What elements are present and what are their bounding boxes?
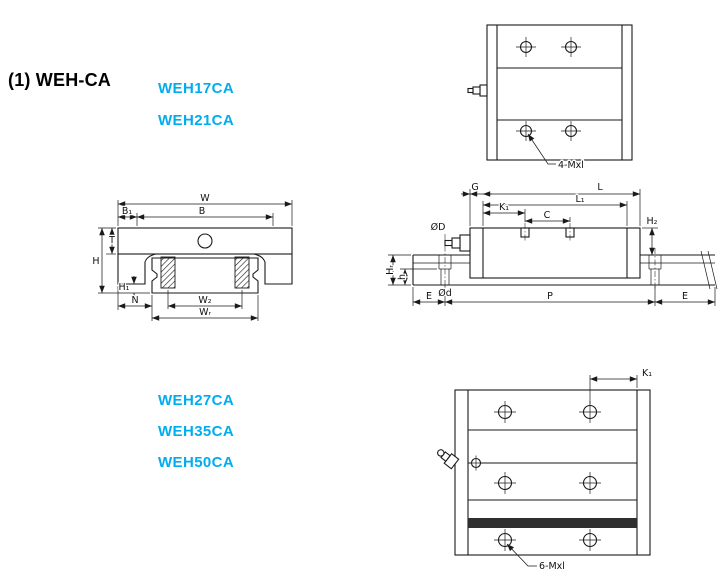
screw-leader-line (506, 543, 537, 567)
dimension-lines (98, 200, 293, 321)
screw-note-4mxl: 4-Mxl (558, 160, 584, 171)
dim-label-e-right: E (682, 291, 688, 302)
rail-bolt-section (160, 256, 176, 289)
screw-note-6mxl: 6-Mxl (539, 561, 565, 572)
drawing-side-view: G L L₁ K₁ C H₂ ØD Ød Hᵣ h E P E (384, 181, 718, 306)
dim-label-w: W (200, 193, 210, 204)
grease-nipple-icon (467, 84, 488, 97)
dim-label-e-left: E (426, 291, 432, 302)
dim-label-b1: B₁ (122, 206, 133, 217)
model-label-weh50ca: WEH50CA (158, 454, 235, 471)
model-label-weh35ca: WEH35CA (158, 423, 235, 440)
dim-label-h-small: h (397, 274, 408, 280)
dim-label-h1: H₁ (119, 282, 130, 293)
dim-label-p: P (547, 291, 553, 302)
dim-label-wr: Wᵣ (199, 307, 211, 318)
dim-label-h: H (92, 256, 99, 267)
dim-label-b: B (199, 206, 206, 217)
grease-port (468, 455, 484, 471)
drawing-front-view: W B₁ B T H H₁ N W₂ Wᵣ (91, 192, 293, 321)
dim-label-l1: L₁ (575, 194, 584, 205)
mounting-holes (516, 37, 581, 141)
rail-bolt-section (234, 256, 250, 289)
drawing-top-view-4bolt: 4-Mxl (467, 24, 633, 172)
dim-label-c: C (544, 210, 551, 221)
dim-label-k1: K₁ (642, 368, 652, 379)
dim-label-n: N (131, 295, 138, 306)
dim-label-t: T (108, 235, 115, 246)
grease-nipple-icon (437, 449, 460, 470)
model-label-weh27ca: WEH27CA (158, 392, 235, 409)
screw-leader-line (527, 133, 556, 165)
grease-nipple-icon (444, 234, 471, 252)
model-label-weh17ca: WEH17CA (158, 80, 235, 97)
model-label-weh21ca: WEH21CA (158, 112, 235, 129)
section-title: (1) WEH-CA (8, 70, 111, 90)
dimension-lines (388, 189, 716, 306)
mounting-holes (494, 401, 601, 551)
dim-label-h2: H₂ (647, 216, 658, 227)
dim-label-od-big: ØD (431, 222, 446, 233)
block-section (117, 227, 293, 294)
rail-section (151, 257, 259, 294)
dim-label-w2: W₂ (198, 295, 211, 306)
dim-label-k1: K₁ (499, 202, 509, 213)
block-outline (486, 24, 633, 161)
dimension-lines (589, 375, 638, 404)
dim-label-g: G (471, 182, 478, 193)
dim-label-od-small: Ød (438, 288, 452, 299)
dim-label-l: L (597, 182, 603, 193)
dim-label-hr: Hᵣ (385, 265, 396, 275)
block-outline (454, 389, 651, 556)
block-side (469, 223, 641, 279)
drawing-top-view-6bolt: K₁ 6-Mxl (437, 367, 653, 573)
